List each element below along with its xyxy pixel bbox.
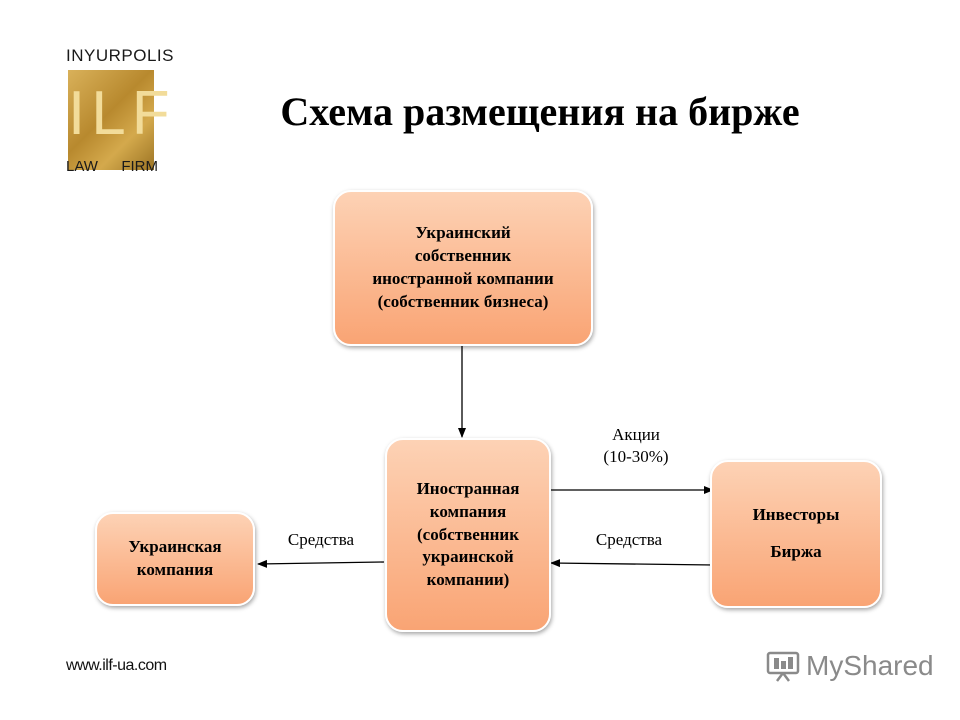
arrow-foreign-to-ukrainian xyxy=(257,559,385,568)
node-text-line: компании) xyxy=(426,570,510,590)
node-text-line: компания xyxy=(136,560,214,579)
arrow-investors-to-foreign xyxy=(550,559,715,568)
node-text-line: (собственник бизнеса) xyxy=(377,291,549,311)
node-text-line: Украинский xyxy=(415,223,511,243)
logo-bottom-right: FIRM xyxy=(121,158,158,175)
node-ukrainian-company: Украинская компания xyxy=(95,512,255,606)
shares-label-line2: (10-30%) xyxy=(603,447,669,467)
node-text-line: Биржа xyxy=(770,542,822,561)
node-text-line: собственник xyxy=(414,246,512,266)
funds-label-left: Средства xyxy=(287,530,355,549)
myshared-watermark: MyShared xyxy=(766,650,934,682)
company-logo: INYURPOLIS ILF LAW FIRM xyxy=(66,46,176,178)
logo-bottom-text: LAW FIRM xyxy=(66,158,158,175)
website-url: www.ilf-ua.com xyxy=(66,657,167,674)
node-foreign-company: Иностранная компания (собственник украин… xyxy=(385,438,551,632)
logo-top-text: INYURPOLIS xyxy=(66,46,174,65)
logo-bottom-left: LAW xyxy=(66,158,98,175)
page-title: Схема размещения на бирже xyxy=(280,89,800,134)
logo-gold-square: ILF xyxy=(68,70,176,170)
shares-label-line1: Акции xyxy=(612,425,660,444)
node-text-line: компания xyxy=(429,501,507,521)
node-text-line: Инвесторы xyxy=(752,505,840,525)
myshared-text: MyShared xyxy=(806,650,934,681)
funds-label-right: Средства xyxy=(595,530,663,549)
node-investors-exchange: Инвесторы Биржа xyxy=(710,460,882,608)
presentation-icon xyxy=(766,651,800,682)
node-ukrainian-owner: Украинский собственник иностранной компа… xyxy=(333,190,593,346)
node-text-line: украинской xyxy=(422,547,514,567)
shares-label: Акции (10-30%) xyxy=(586,424,686,468)
logo-mark-text: ILF xyxy=(68,79,176,148)
node-text-line: Украинская xyxy=(128,537,222,557)
node-text-line: иностранной компании xyxy=(372,269,554,288)
node-text-line: Иностранная xyxy=(416,478,520,498)
node-text-line: (собственник xyxy=(416,524,519,544)
